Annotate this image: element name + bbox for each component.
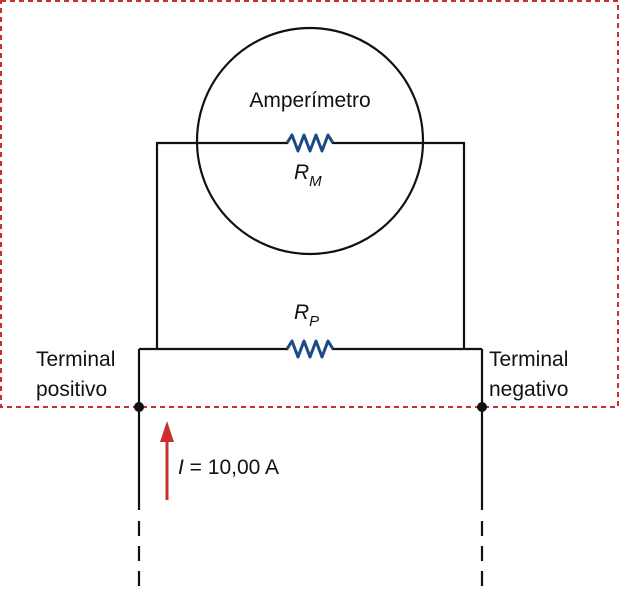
meter-resistor-subscript: M	[309, 173, 322, 190]
meter-branch-wire-right	[332, 141, 466, 349]
shunt-resistor-label: RP	[294, 301, 319, 330]
negative-terminal-dot-icon	[477, 402, 487, 412]
ammeter-boundary	[0, 0, 619, 408]
meter-circle	[195, 26, 425, 256]
up-arrow-icon	[160, 421, 174, 500]
negative-terminal-label-line2: negativo	[489, 378, 568, 401]
meter-resistor-label: RM	[294, 161, 322, 190]
current-equals: =	[184, 456, 208, 479]
shunt-resistor	[285, 339, 335, 359]
shunt-resistor-symbol: R	[294, 301, 309, 324]
shunt-resistor-subscript: P	[309, 313, 319, 330]
positive-terminal-label-line1: Terminal	[36, 348, 115, 371]
current-label: I = 10,00 A	[178, 456, 279, 479]
current-symbol: I	[178, 456, 184, 479]
positive-terminal-label: Terminal positivo	[36, 348, 121, 401]
positive-terminal-label-line2: positivo	[36, 378, 107, 401]
meter-label: Amperímetro	[249, 89, 370, 112]
meter-resistor	[285, 133, 335, 153]
negative-terminal-label: Terminal negativo	[489, 348, 574, 401]
negative-terminal-label-line1: Terminal	[489, 348, 568, 371]
meter-branch-wire-left	[155, 141, 288, 349]
meter-resistor-symbol: R	[294, 161, 309, 184]
current-value: 10,00 A	[208, 456, 279, 479]
positive-terminal-dot-icon	[134, 402, 144, 412]
